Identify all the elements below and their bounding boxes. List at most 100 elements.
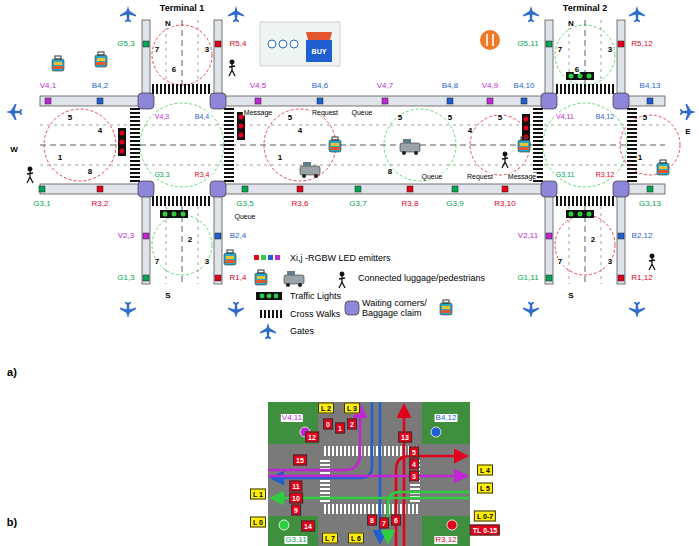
emitter-label: V2,3 xyxy=(117,232,135,240)
lane-number: 8 xyxy=(87,168,93,176)
emitter-label: V4,7 xyxy=(376,82,394,90)
lane-tag: L 3 xyxy=(344,403,360,414)
tag-text: L 0-7 xyxy=(477,513,493,520)
lane-number: 2 xyxy=(187,236,193,244)
lane-number: 3 xyxy=(607,46,613,54)
light-tag: 10 xyxy=(289,493,303,504)
legend-text: Traffic Lights xyxy=(290,291,341,301)
emitter-label: R3,10 xyxy=(493,200,516,208)
tag-text: L 1 xyxy=(253,491,263,498)
lane-tag: L 0 xyxy=(250,517,266,528)
text-label: S xyxy=(567,292,574,300)
light-tag: 0 xyxy=(323,419,333,430)
text-label: W xyxy=(9,146,19,154)
emitter-label: V4,9 xyxy=(481,82,499,90)
lane-number: 1 xyxy=(637,154,643,162)
emitter-label: B2,12 xyxy=(631,232,654,240)
lane-number: 5 xyxy=(497,114,503,122)
lane-number: 5 xyxy=(642,114,648,122)
tag-text: 5 xyxy=(412,449,416,456)
text-label: Request xyxy=(311,109,339,116)
legend-text: Xi,j -RGBW LED emitters xyxy=(290,253,391,263)
emitter-label: B4,13 xyxy=(639,82,662,90)
emitter-label: BUY xyxy=(311,48,328,55)
emitter-label: G5,3 xyxy=(116,40,135,48)
text-label: Message xyxy=(243,109,273,116)
lane-tag: L 4 xyxy=(477,465,493,476)
emitter-label: R3,2 xyxy=(91,200,110,208)
lane-number: 4 xyxy=(97,127,103,135)
emitter-label: R3,12 xyxy=(434,536,457,544)
text-label: Queue xyxy=(233,213,256,220)
emitter-label: G5,11 xyxy=(516,40,539,48)
tag-text: TL 0-15 xyxy=(473,527,497,534)
lane-number: 7 xyxy=(154,46,160,54)
light-tag: 1 xyxy=(335,423,345,434)
text-label: Terminal 1 xyxy=(159,4,205,13)
light-tag: 6 xyxy=(391,515,401,526)
text-label: Queue xyxy=(420,173,443,180)
emitter-label: G3,11 xyxy=(284,536,307,544)
emitter-label: G3,1 xyxy=(32,200,51,208)
tag-text: L 4 xyxy=(480,467,490,474)
lane-number: 5 xyxy=(397,114,403,122)
emitter-label: G3,11 xyxy=(555,171,576,178)
emitter-label: R5,12 xyxy=(630,40,653,48)
text-label: Terminal 2 xyxy=(562,4,608,13)
light-tag: TL 0-15 xyxy=(470,525,500,536)
text-label: a) xyxy=(6,367,18,378)
light-tag: 9 xyxy=(291,505,301,516)
emitter-label: R1,4 xyxy=(229,274,248,282)
lane-number: 5 xyxy=(447,114,453,122)
emitter-label: G1,11 xyxy=(516,274,539,282)
emitter-label: V4,5 xyxy=(249,82,267,90)
emitter-label: G3,3 xyxy=(153,171,170,178)
emitter-label: G3,5 xyxy=(235,200,254,208)
lane-number: 7 xyxy=(154,258,160,266)
tag-text: L 3 xyxy=(347,405,357,412)
emitter-label: B4,12 xyxy=(435,414,458,422)
tag-text: 7 xyxy=(382,520,386,527)
emitter-label: B4,6 xyxy=(311,82,329,90)
tag-text: 10 xyxy=(292,495,300,502)
emitter-label: V4,11 xyxy=(555,113,575,120)
lane-tag: L 5 xyxy=(477,483,493,494)
emitter-label: V4,11 xyxy=(281,414,303,422)
lane-number: 4 xyxy=(467,127,473,135)
tag-text: 6 xyxy=(394,517,398,524)
tag-text: 12 xyxy=(308,434,316,441)
tag-text: 14 xyxy=(304,523,312,530)
emitter-label: V2,11 xyxy=(517,232,539,240)
emitter-label: G3,7 xyxy=(348,200,367,208)
lane-number: 3 xyxy=(204,46,210,54)
tag-text: 3 xyxy=(412,473,416,480)
lane-number: 3 xyxy=(607,258,613,266)
light-tag: 5 xyxy=(409,447,419,458)
emitter-label: G1,3 xyxy=(116,274,135,282)
light-tag: 15 xyxy=(293,455,307,466)
lane-number: 6 xyxy=(171,66,177,74)
lane-number: 5 xyxy=(67,114,73,122)
light-tag: 2 xyxy=(347,419,357,430)
tag-text: L 0 xyxy=(253,519,263,526)
emitter-label: R5,4 xyxy=(229,40,248,48)
lane-number: 4 xyxy=(297,127,303,135)
tag-text: L 7 xyxy=(325,535,335,542)
emitter-label: B4,10 xyxy=(513,82,536,90)
tag-text: L 2 xyxy=(321,405,331,412)
lane-number: 3 xyxy=(204,258,210,266)
emitter-label: R3,4 xyxy=(194,171,211,178)
light-tag: 8 xyxy=(367,515,377,526)
light-tag: 4 xyxy=(409,459,419,470)
legend-text: Gates xyxy=(290,326,314,336)
lane-tag: L 1 xyxy=(250,489,266,500)
light-tag: 7 xyxy=(379,518,389,529)
light-tag: 14 xyxy=(301,521,315,532)
text-label: Request xyxy=(466,173,494,180)
tag-text: 9 xyxy=(294,507,298,514)
lane-number: 1 xyxy=(57,154,63,162)
tag-text: L 6 xyxy=(351,535,361,542)
emitter-label: R1,12 xyxy=(630,274,653,282)
lane-number: 1 xyxy=(277,154,283,162)
